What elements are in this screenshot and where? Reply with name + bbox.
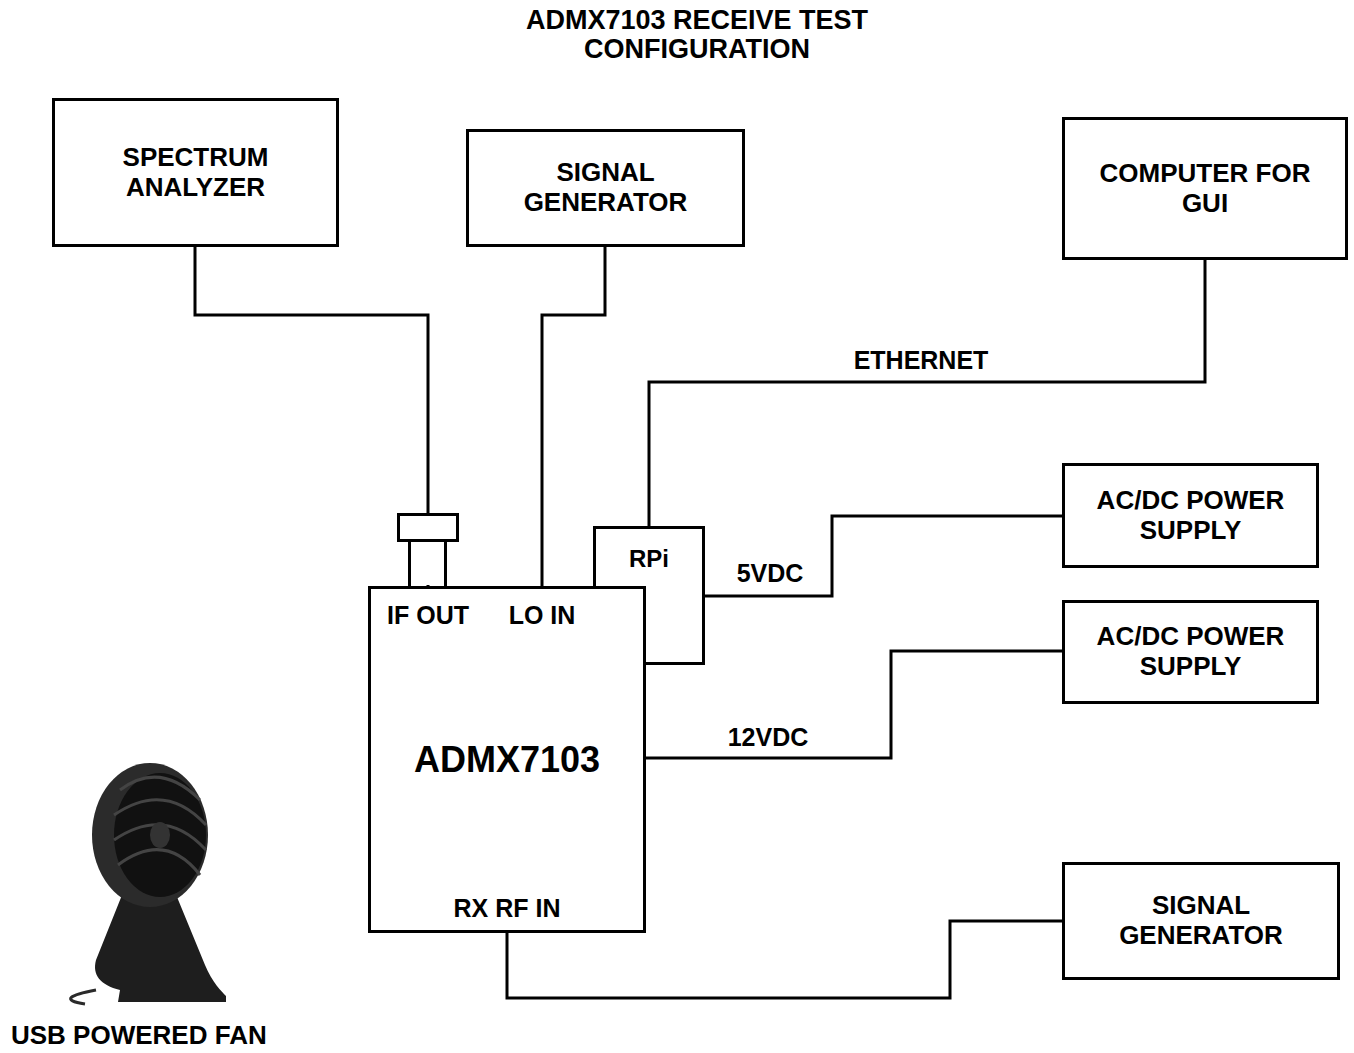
cable-line: [646, 651, 1062, 758]
connector-gap: [411, 540, 443, 585]
port-label: IF OUT: [384, 601, 472, 630]
cable-line: [195, 247, 428, 586]
fan-guard: [114, 773, 206, 897]
fan-housing: [92, 763, 208, 907]
connector-leg: [444, 540, 447, 587]
diagram-title: ADMX7103 RECEIVE TEST CONFIGURATION: [447, 6, 947, 64]
box-label: COMPUTER FOR GUI: [1085, 159, 1325, 219]
fan-cable: [71, 990, 96, 1004]
box-label: AC/DC POWER SUPPLY: [1076, 622, 1306, 682]
port-label: RX RF IN: [451, 894, 564, 923]
cable-label: 12VDC: [725, 723, 812, 752]
box-label: SPECTRUM ANALYZER: [76, 143, 316, 203]
box-label: ADMX7103: [414, 739, 600, 780]
equipment-box: SIGNAL GENERATOR: [1062, 862, 1340, 980]
sma-connector: [399, 515, 458, 541]
box-label: AC/DC POWER SUPPLY: [1076, 486, 1306, 546]
equipment-box: SIGNAL GENERATOR: [466, 129, 745, 247]
connector-leg: [408, 540, 411, 587]
cable-label: ETHERNET: [851, 346, 992, 375]
box-label: SIGNAL GENERATOR: [491, 158, 721, 218]
equipment-box: AC/DC POWER SUPPLY: [1062, 600, 1319, 704]
device-board: ADMX7103: [368, 586, 646, 933]
fan-hub: [150, 822, 170, 848]
illustration-caption: USB POWERED FAN: [8, 1021, 270, 1051]
equipment-box: AC/DC POWER SUPPLY: [1062, 463, 1319, 568]
equipment-box: SPECTRUM ANALYZER: [52, 98, 339, 247]
cable-label: 5VDC: [734, 559, 807, 588]
equipment-box: COMPUTER FOR GUI: [1062, 117, 1348, 260]
box-label: SIGNAL GENERATOR: [1081, 891, 1321, 951]
box-label: RPi: [629, 545, 669, 573]
port-label: LO IN: [506, 601, 579, 630]
cable-line: [705, 516, 1062, 596]
fan-grille: [114, 777, 206, 875]
usb-fan-illustration: [71, 763, 226, 1004]
